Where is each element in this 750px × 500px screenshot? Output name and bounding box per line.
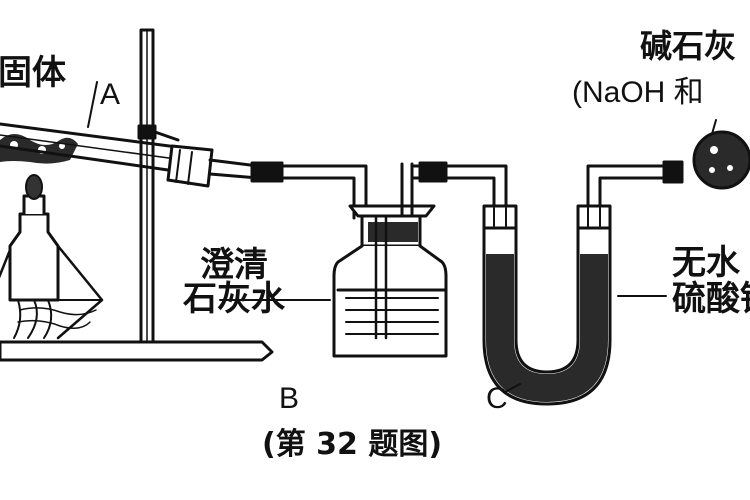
label-limewater-line2: 石灰水 — [183, 279, 285, 319]
delivery-tube-3 — [586, 160, 684, 208]
burner — [0, 174, 104, 340]
label-bottle-b: B — [279, 382, 300, 415]
label-soda-lime: 碱石灰 — [640, 27, 737, 65]
label-soda-lime-formula: (NaOH 和 — [572, 76, 704, 109]
label-tube-a: A — [100, 78, 121, 111]
delivery-tube-2 — [410, 161, 508, 212]
delivery-tube-1 — [208, 158, 368, 220]
label-limewater-line1: 澄清 — [200, 245, 268, 285]
limewater-bottle — [219, 162, 448, 358]
u-tube-c — [482, 204, 667, 406]
label-solid: 固体 — [0, 53, 66, 93]
test-tube-a — [0, 81, 214, 188]
drying-bulb — [692, 119, 750, 190]
iron-stand — [0, 28, 274, 362]
figure-caption: (第 32 题图) — [262, 427, 443, 462]
label-u-tube-c: C — [486, 382, 508, 415]
label-anhydrous-line2: 硫酸铜 — [672, 279, 750, 319]
label-anhydrous-line1: 无水 — [672, 243, 740, 283]
